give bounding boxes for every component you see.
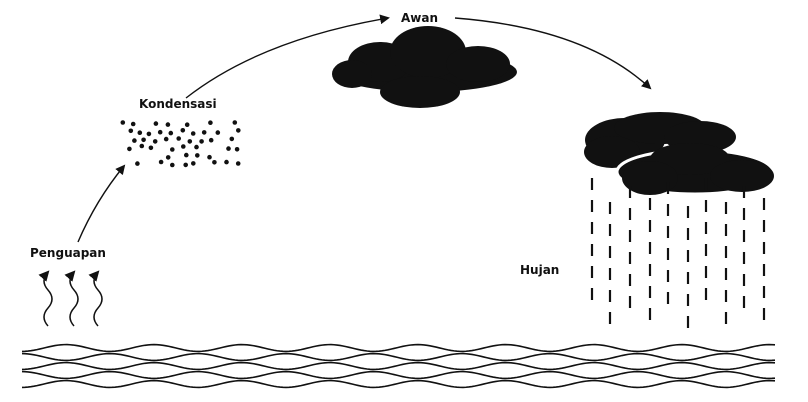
arrow-evaporation-to-condensation <box>78 166 124 242</box>
evaporation-arrows-icon <box>44 272 102 326</box>
condensation-droplets-icon <box>121 120 241 167</box>
label-condensation: Kondensasi <box>139 97 217 111</box>
water-waves <box>22 345 775 388</box>
label-cloud: Awan <box>401 11 438 25</box>
label-rain: Hujan <box>520 263 559 277</box>
label-evaporation: Penguapan <box>30 246 106 260</box>
cloud-icon <box>332 26 517 108</box>
rain-streaks-icon <box>592 178 764 328</box>
rain-cloud-icon <box>584 112 774 195</box>
